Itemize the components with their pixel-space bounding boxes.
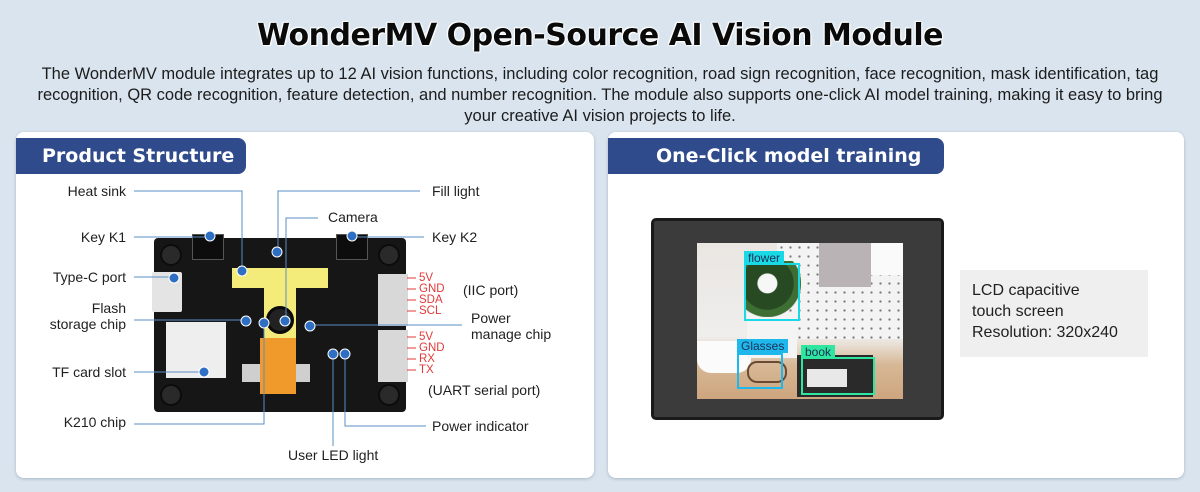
dot-type-c — [168, 272, 180, 284]
callout-iic-port: (IIC port) — [463, 282, 519, 298]
callout-power-indicator: Power indicator — [432, 418, 529, 434]
lcd-device: flower Glasses book — [651, 218, 944, 420]
flower-object — [745, 261, 801, 317]
bbox-label-flower: flower — [744, 251, 785, 265]
bbox-book — [801, 357, 875, 395]
bbox-glasses — [737, 353, 783, 389]
uart-connector — [378, 330, 408, 382]
wall-photo — [819, 243, 871, 287]
dot-key-k2 — [346, 230, 358, 242]
callout-power-manage-chip: Power manage chip — [471, 310, 552, 342]
callout-camera: Camera — [328, 209, 378, 225]
dot-heat-sink — [236, 265, 248, 277]
screw-icon — [160, 384, 182, 406]
callout-user-led-light: User LED light — [288, 447, 379, 463]
bbox-flower — [744, 263, 800, 321]
bbox-label-book: book — [801, 345, 836, 359]
callout-heat-sink: Heat sink — [67, 183, 126, 199]
board-illustration — [152, 234, 408, 412]
glasses-object — [747, 361, 787, 383]
callout-key-k1: Key K1 — [80, 229, 126, 245]
lcd-info-box: LCD capacitive touch screen Resolution: … — [960, 270, 1148, 357]
dot-user-led — [327, 348, 339, 360]
dot-key-k1 — [204, 230, 216, 242]
uart-pin-gnd: GND — [419, 342, 445, 354]
intro-paragraph: The WonderMV module integrates up to 12 … — [37, 65, 1163, 125]
uart-pin-5v: 5V — [419, 331, 434, 343]
screw-icon — [160, 244, 182, 266]
iic-pin-5v: 5V — [419, 272, 434, 284]
tf-card-slot-shape — [166, 322, 226, 378]
callout-tf-card-slot: TF card slot — [52, 364, 126, 380]
iic-pin-scl: SCL — [419, 305, 442, 317]
dot-tf — [198, 366, 210, 378]
callout-flash-storage-chip: Flash storage chip — [49, 300, 126, 332]
callout-key-k2: Key K2 — [432, 229, 478, 245]
page-title: WonderMV Open-Source AI Vision Module — [257, 18, 943, 53]
orange-flex-cable — [260, 338, 296, 394]
dot-k210 — [258, 317, 270, 329]
callout-uart-serial-port: (UART serial port) — [428, 382, 541, 398]
screw-icon — [378, 384, 400, 406]
info-line-3: Resolution: 320x240 — [972, 324, 1118, 341]
callout-type-c-port: Type-C port — [52, 269, 126, 285]
model-training-header: One-Click model training — [608, 138, 944, 174]
dot-power-chip — [304, 320, 316, 332]
lcd-screen: flower Glasses book — [697, 243, 903, 399]
uart-pin-rx: RX — [419, 353, 435, 365]
screw-icon — [378, 244, 400, 266]
dot-camera — [279, 315, 291, 327]
info-line-1: LCD capacitive — [972, 282, 1080, 299]
dot-fill-light — [271, 246, 283, 258]
dot-power-ind — [339, 348, 351, 360]
dot-flash — [240, 315, 252, 327]
book-object — [797, 355, 873, 397]
iic-pin-gnd: GND — [419, 283, 445, 295]
bbox-label-glasses: Glasses — [737, 339, 789, 353]
info-line-2: touch screen — [972, 303, 1064, 320]
callout-k210-chip: K210 chip — [63, 414, 126, 430]
callout-fill-light: Fill light — [432, 183, 480, 199]
uart-pin-tx: TX — [419, 364, 434, 376]
wall-card — [871, 243, 903, 275]
iic-connector — [378, 274, 408, 326]
iic-pin-sda: SDA — [419, 294, 443, 306]
product-structure-header: Product Structure — [16, 138, 246, 174]
